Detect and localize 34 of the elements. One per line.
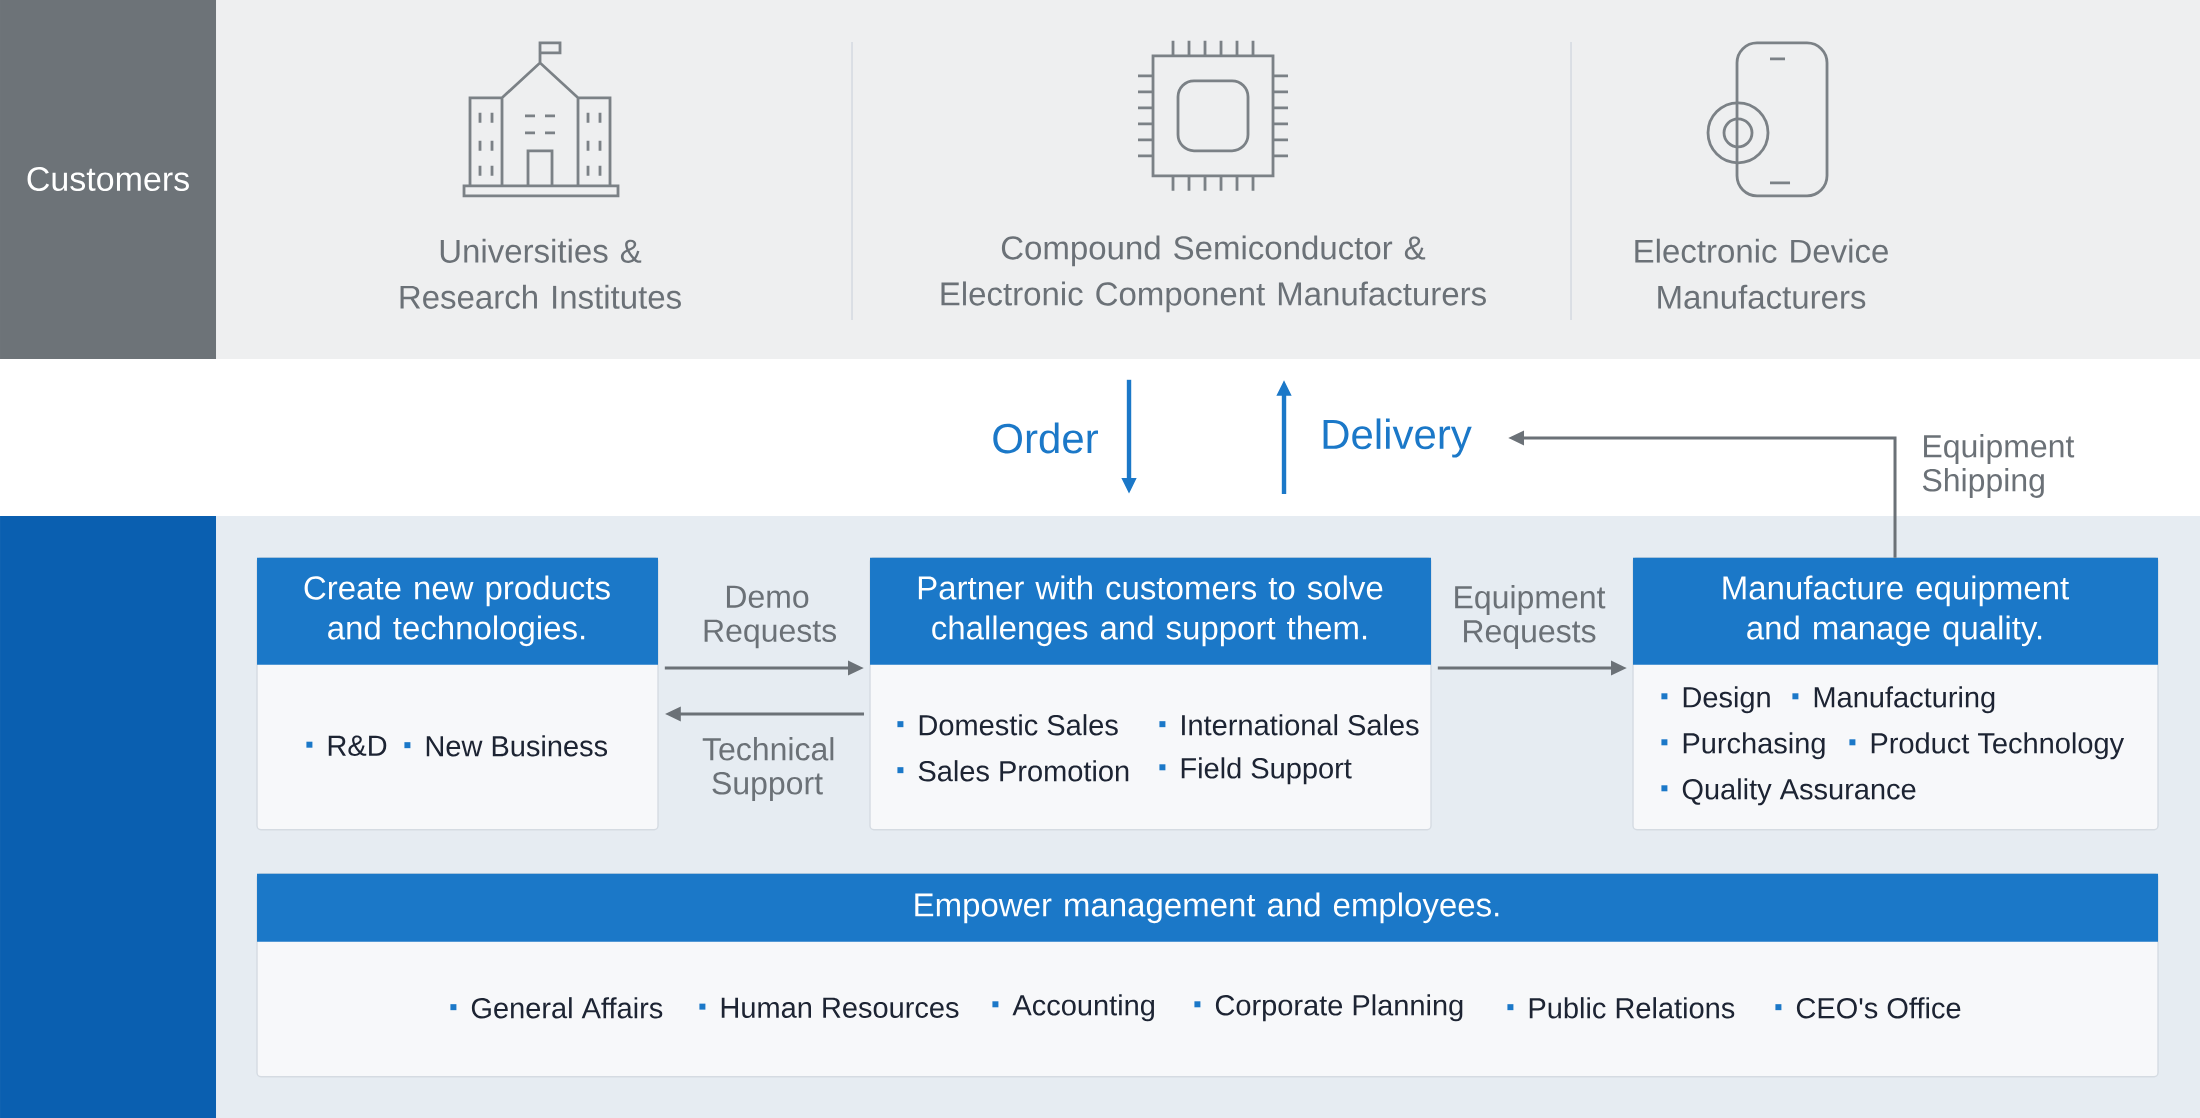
card-heading: Partner with customers to solve challenges and support them.: [918, 575, 1383, 647]
list-item: Human Resources: [699, 997, 959, 1018]
list-item: Product Technology: [1849, 732, 2125, 760]
list-item: General Affairs: [450, 997, 663, 1019]
card-heading: Manufacture equipment and manage quality.: [1723, 575, 2069, 647]
process-card: [1632, 557, 2159, 831]
card-heading: Empower management and employees.: [915, 892, 1499, 924]
list-item: Public Relations: [1507, 997, 1735, 1019]
edge-label: Demo Requests: [704, 585, 836, 649]
customer-label: Compound Semiconductor & Electronic Component Manufacturers: [941, 235, 1486, 313]
list-item: Design: [1661, 686, 1770, 714]
list-item: Manufacturing: [1792, 686, 1995, 714]
edge-label: Equipment Requests: [1455, 585, 1606, 649]
list-item: Field Support: [1159, 757, 1352, 785]
customer-label: Electronic Device Manufacturers: [1635, 238, 1888, 309]
list-item: R&D: [306, 735, 387, 756]
list-item: CEO's Office: [1775, 997, 1961, 1019]
edge-label: Delivery: [1323, 418, 1472, 458]
list-item: Corporate Planning: [1194, 994, 1463, 1022]
edge-label: Technical Support: [702, 737, 834, 801]
list-item: International Sales: [1159, 714, 1419, 736]
edge-label: Order: [993, 422, 1098, 454]
process-card: [256, 557, 659, 831]
list-item: Accounting: [992, 994, 1155, 1022]
list-item: Sales Promotion: [897, 760, 1129, 782]
list-item: Domestic Sales: [897, 714, 1118, 736]
process-card: [256, 873, 2159, 1078]
list-item: Purchasing: [1661, 732, 1825, 760]
customer-label: Universities & Research Institutes: [400, 238, 681, 309]
edge-label: Equipment Shipping: [1922, 434, 2075, 498]
list-item: Quality Assurance: [1661, 778, 1916, 806]
list-item: New Business: [404, 735, 608, 757]
process-card: [869, 557, 1432, 831]
card-heading: Create new products and technologies.: [304, 575, 610, 647]
